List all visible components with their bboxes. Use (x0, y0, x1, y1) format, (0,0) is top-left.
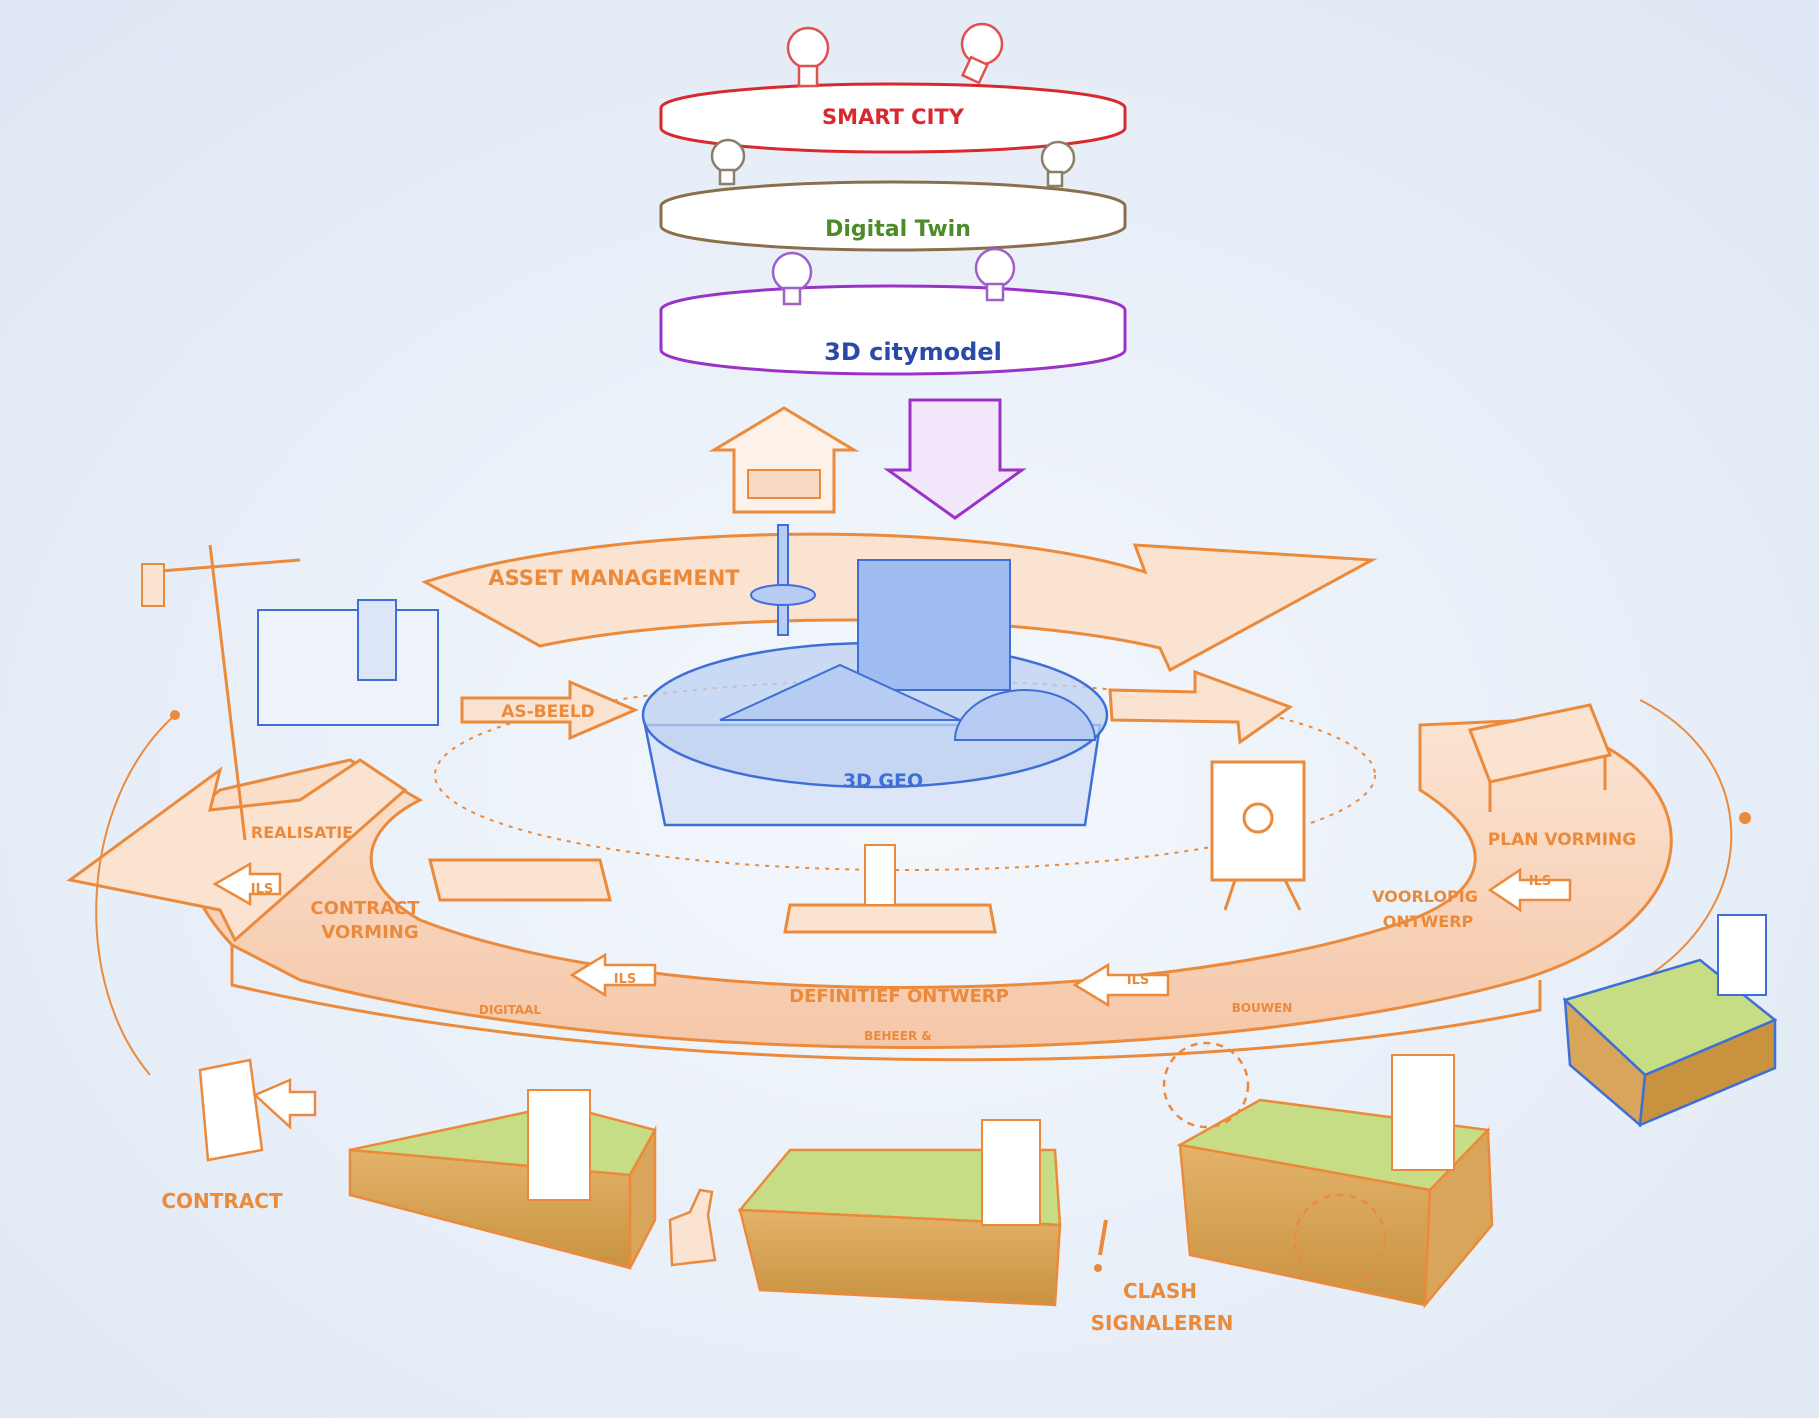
clash-label-1: CLASH (1123, 1279, 1197, 1303)
ils-arrow: ILS (569, 952, 657, 998)
terrain-block-3 (1162, 1041, 1494, 1309)
asset-management-label: ASSET MANAGEMENT (488, 566, 740, 590)
ils-label: ILS (614, 972, 636, 987)
plan-vorming-label: PLAN VORMING (1488, 830, 1636, 850)
as-beeld-label: AS-BEELD (501, 702, 595, 722)
ils-arrow: ILS (1487, 867, 1572, 913)
euromast-tower (777, 524, 789, 636)
flow-arrow-right (1108, 669, 1294, 745)
3d-geo-platform: 3D GEO (641, 524, 1109, 827)
realisatie-arrow (66, 758, 408, 943)
terrain-block-4 (1562, 914, 1778, 1128)
ils-arrow: ILS (1072, 962, 1170, 1008)
tower-building (857, 559, 1011, 691)
voorlopig-ontwerp-label-1: VOORLOPIG (1372, 887, 1478, 906)
lightbulb-icon (974, 247, 1016, 302)
3d-citymodel-layer: 3D citymodel (659, 284, 1127, 376)
chip-icon (747, 469, 821, 499)
as-beeld-arrow: AS-BEELD (460, 679, 639, 741)
contract-label: CONTRACT (161, 1189, 283, 1213)
contract-vorming-label-2: VORMING (321, 922, 418, 943)
ils-label: ILS (1127, 973, 1149, 988)
bouwen-label: BOUWEN (1232, 1001, 1293, 1015)
terrain-block-1 (348, 1089, 657, 1270)
ils-arrow: ILS (212, 861, 282, 907)
definitief-ontwerp-label: DEFINITIEF ONTWERP (789, 986, 1009, 1007)
crane (141, 544, 439, 841)
clash-label-2: SIGNALEREN (1091, 1311, 1234, 1335)
market-hall (953, 689, 1097, 741)
ils-label: ILS (1529, 874, 1551, 889)
smart-city-label: SMART CITY (822, 105, 965, 129)
lightbulb-icon (710, 138, 746, 186)
lightbulb-icon (1040, 140, 1076, 188)
digitaal-label: DIGITAAL (479, 1003, 542, 1017)
contract-table (428, 858, 612, 902)
contract-vorming-label-1: CONTRACT (310, 898, 420, 919)
terrain-block-2 (737, 1119, 1062, 1307)
thumbs-up-icon (668, 1188, 717, 1267)
lightbulb-icon (960, 22, 1004, 85)
contract-document-icon (198, 1058, 317, 1162)
cube-houses (719, 663, 961, 721)
model-table (783, 844, 997, 934)
3d-geo-label: 3D GEO (843, 770, 923, 792)
lifecycle-ring (66, 718, 1673, 1062)
3d-citymodel-label: 3D citymodel (824, 338, 1002, 366)
smart-city-layer: SMART CITY (659, 82, 1127, 154)
download-arrow-icon (883, 398, 1027, 520)
voorlopig-ontwerp-label-2: ONTWERP (1383, 912, 1474, 931)
warning-icon (1094, 1219, 1108, 1272)
digital-twin-layer: Digital Twin (659, 180, 1127, 252)
beheer-label: BEHEER & (864, 1029, 932, 1043)
planning-table (1467, 703, 1613, 812)
digital-twin-label: Digital Twin (825, 217, 971, 242)
easel (1210, 760, 1306, 911)
lightbulb-icon (786, 26, 830, 88)
realisatie-label: REALISATIE (251, 823, 353, 842)
ils-label: ILS (251, 882, 273, 897)
lightbulb-icon (771, 251, 813, 306)
